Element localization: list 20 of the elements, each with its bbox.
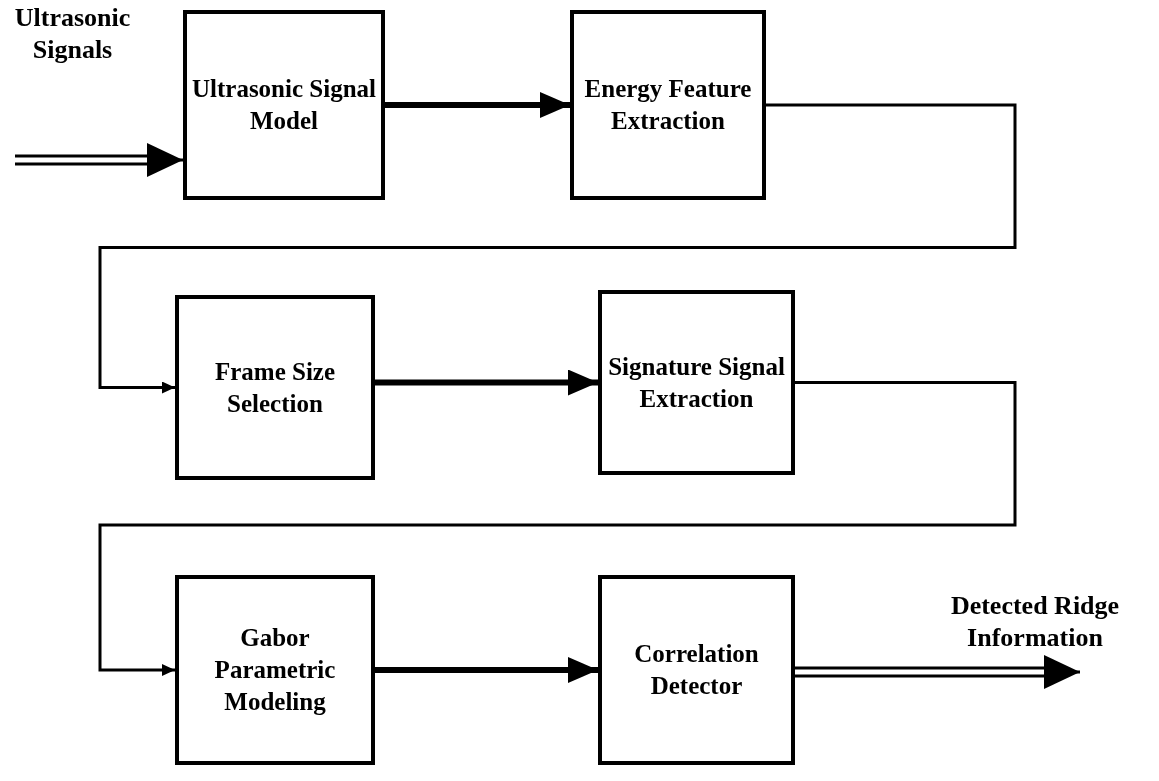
- process-box: [598, 575, 795, 765]
- io-label: Detected Ridge Information: [949, 590, 1121, 654]
- process-box: [175, 575, 375, 765]
- process-box: [183, 10, 385, 200]
- arrow: [375, 657, 598, 683]
- arrow: [375, 369, 598, 396]
- box-label: Signature Signal Extraction: [607, 351, 786, 414]
- arrow: [98, 381, 1017, 676]
- box-label: Correlation Detector: [633, 639, 760, 701]
- box-label: Frame Size Selection: [213, 356, 337, 419]
- process-box: [598, 290, 795, 475]
- arrow: [13, 143, 185, 177]
- box-label: Ultrasonic Signal Model: [190, 74, 377, 136]
- process-box: [570, 10, 766, 200]
- box-label: Energy Feature Extraction: [583, 74, 753, 136]
- arrow: [385, 92, 570, 118]
- arrow: [98, 103, 1017, 394]
- box-label: Gabor Parametric Modeling: [213, 623, 337, 717]
- io-label: Ultrasonic Signals: [13, 2, 132, 66]
- process-box: [175, 295, 375, 480]
